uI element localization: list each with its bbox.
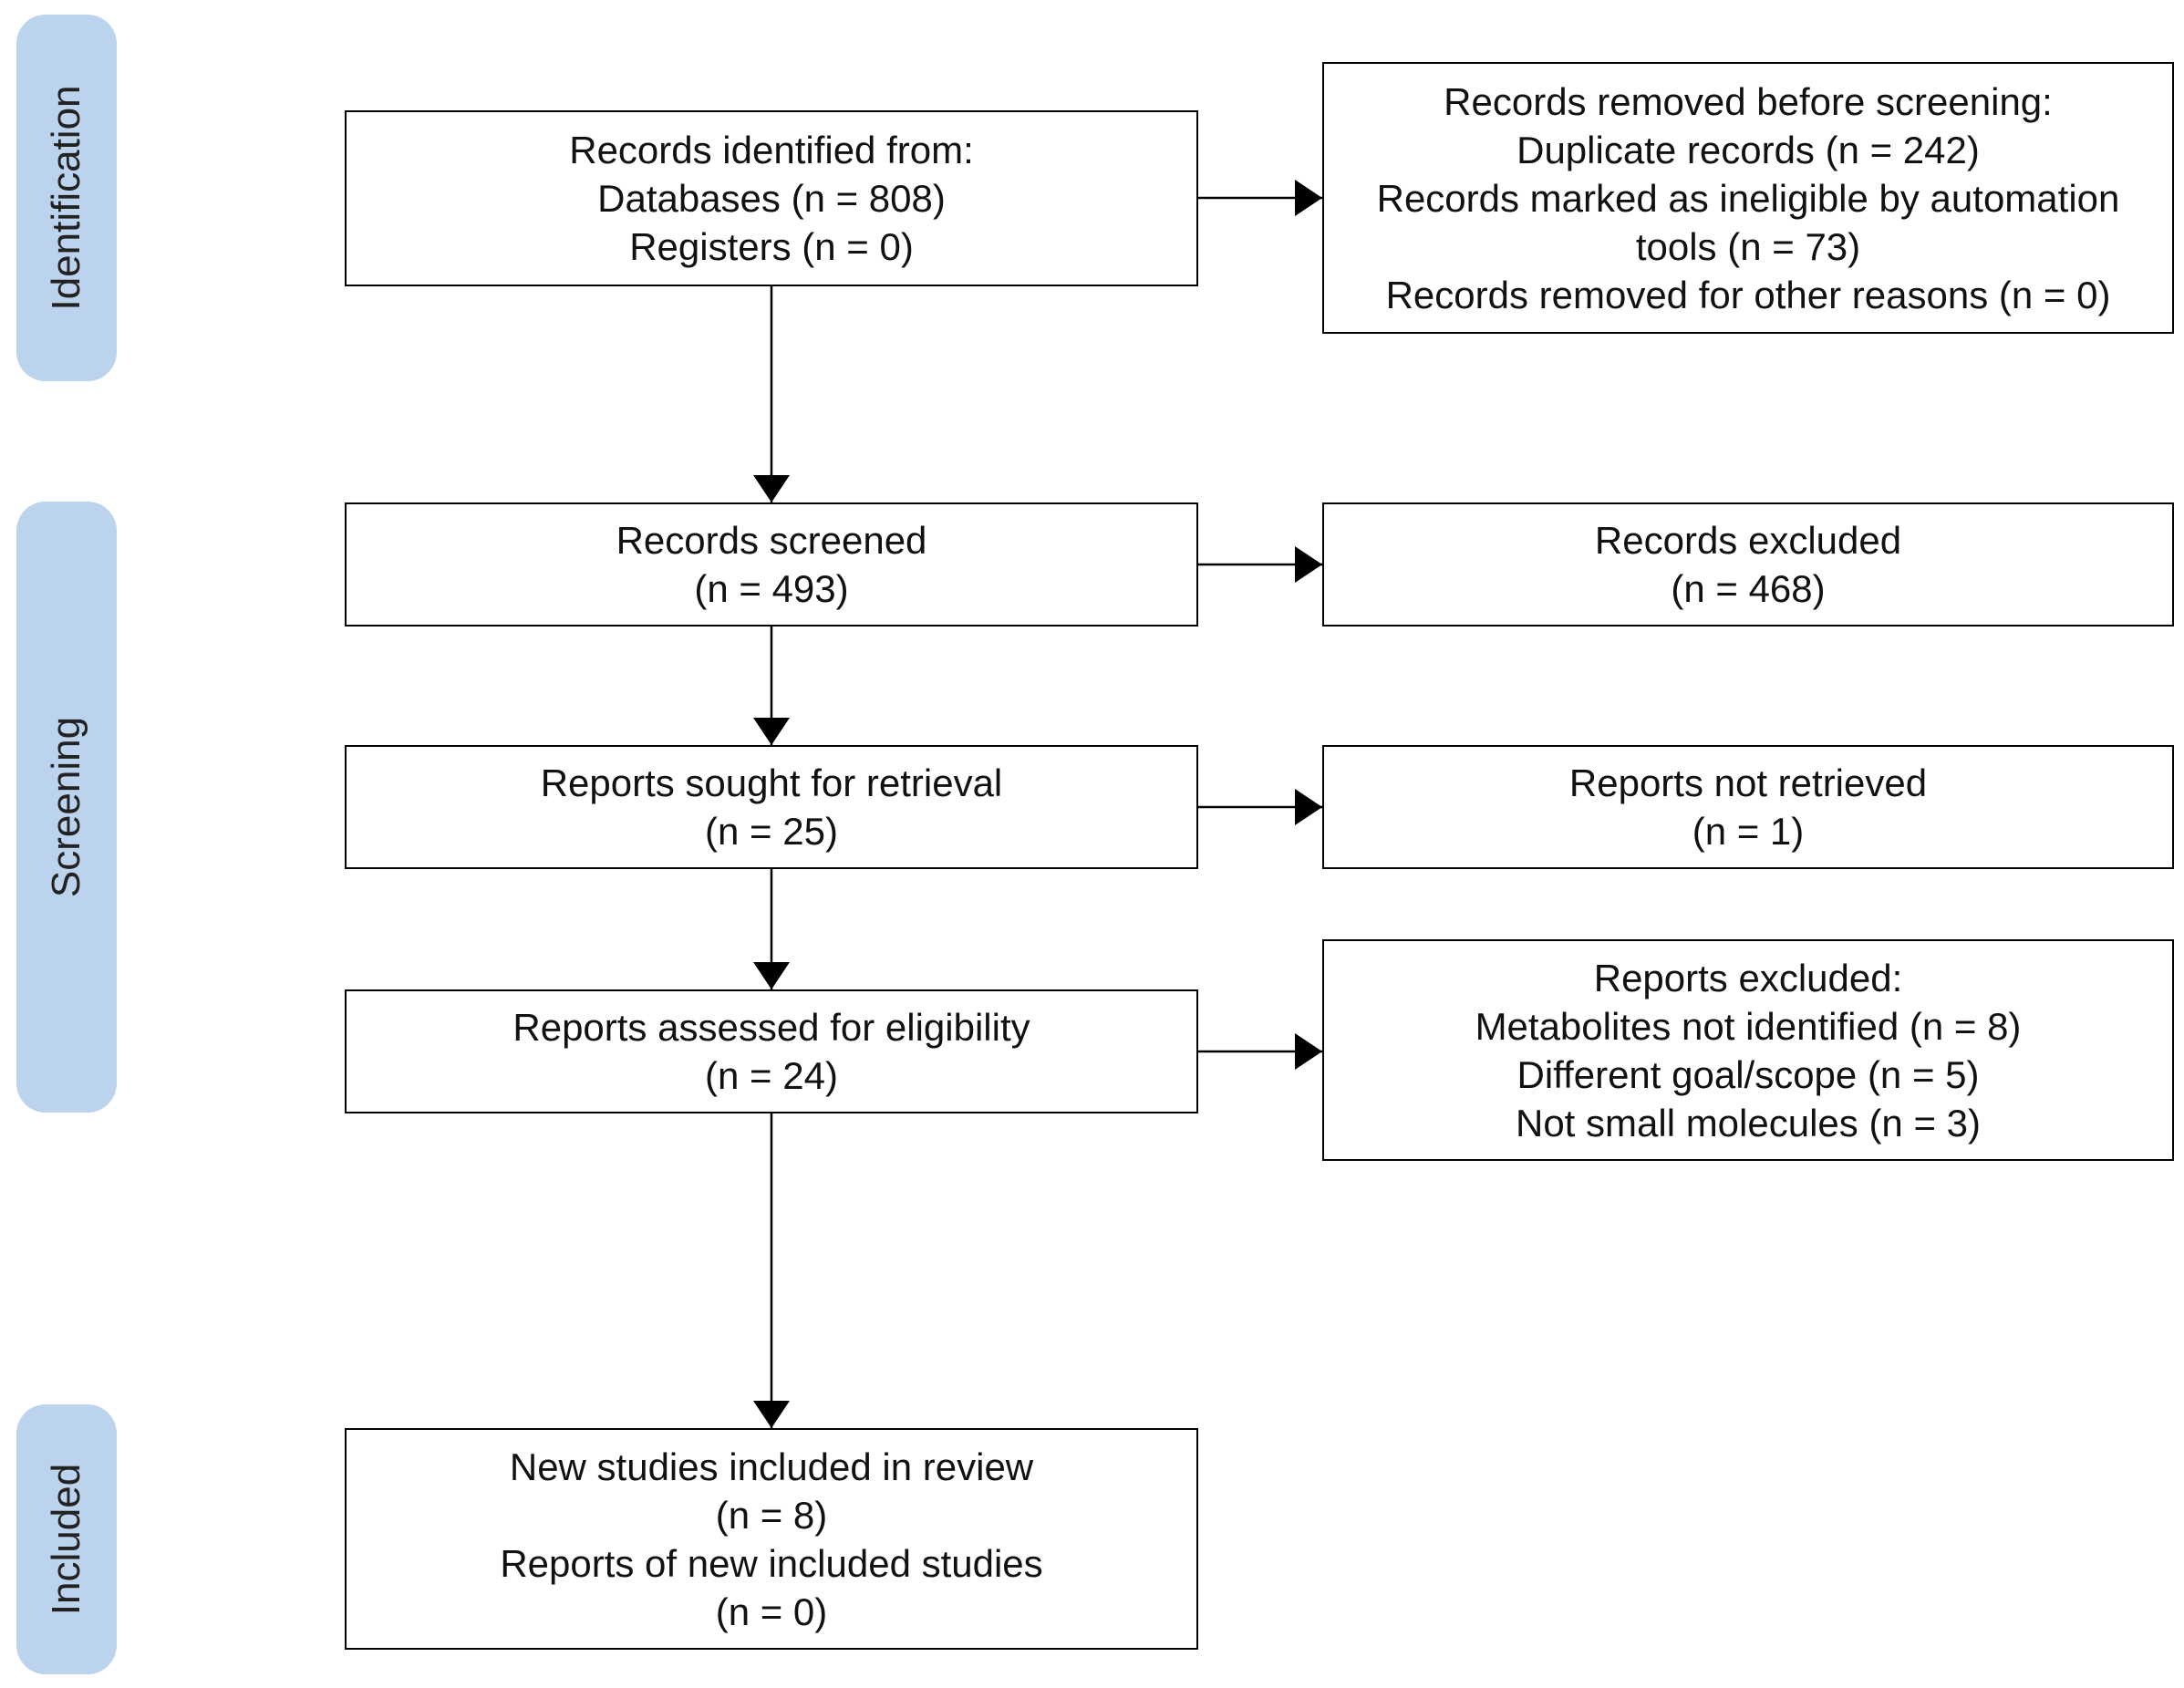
box-line: Records marked as ineligible by automati…: [1376, 176, 2120, 220]
box-line: Reports of new included studies: [500, 1541, 1043, 1585]
box-line: Metabolites not identified (n = 8): [1475, 1004, 2022, 1048]
reports-assessed-box: Reports assessed for eligibility (n = 24…: [345, 989, 1198, 1113]
records-screened-box: Records screened (n = 493): [345, 502, 1198, 627]
reports-sought-box: Reports sought for retrieval (n = 25): [345, 745, 1198, 869]
box-line: Reports assessed for eligibility: [512, 1006, 1030, 1049]
box-line: Not small molecules (n = 3): [1515, 1101, 1981, 1144]
box-line: Different goal/scope (n = 5): [1516, 1052, 1980, 1096]
phase-included: Included: [16, 1404, 117, 1674]
studies-included-box: New studies included in review (n = 8) R…: [345, 1428, 1198, 1650]
box-line: Reports excluded:: [1593, 956, 1903, 999]
box-line: Registers (n = 0): [629, 225, 914, 268]
box-line: Duplicate records (n = 242): [1516, 128, 1980, 171]
box-line: New studies included in review: [509, 1445, 1034, 1488]
records-excluded-box: Records excluded (n = 468): [1322, 502, 2174, 627]
records-removed-box: Records removed before screening: Duplic…: [1322, 62, 2174, 334]
box-line: tools (n = 73): [1635, 224, 1861, 268]
box-line: Records removed for other reasons (n = 0…: [1385, 273, 2111, 316]
box-line: (n = 24): [705, 1054, 838, 1097]
box-line: Records removed before screening:: [1444, 79, 2053, 123]
box-line: Reports sought for retrieval: [540, 761, 1003, 804]
reports-not-retrieved-box: Reports not retrieved (n = 1): [1322, 745, 2174, 869]
records-identified-box: Records identified from: Databases (n = …: [345, 110, 1198, 286]
box-line: Records identified from:: [569, 129, 974, 171]
box-line: (n = 1): [1692, 810, 1805, 853]
phase-screening: Screening: [16, 502, 117, 1113]
box-line: (n = 0): [715, 1590, 828, 1633]
phase-identification: Identification: [16, 15, 117, 381]
box-line: (n = 8): [715, 1493, 828, 1537]
box-line: (n = 468): [1671, 567, 1826, 610]
box-line: Records screened: [616, 519, 927, 562]
box-line: (n = 493): [694, 567, 849, 610]
box-line: Reports not retrieved: [1568, 761, 1928, 804]
reports-excluded-box: Reports excluded: Metabolites not identi…: [1322, 939, 2174, 1161]
box-line: Records excluded: [1594, 519, 1902, 562]
box-line: (n = 25): [705, 810, 838, 853]
box-line: Databases (n = 808): [597, 177, 946, 220]
